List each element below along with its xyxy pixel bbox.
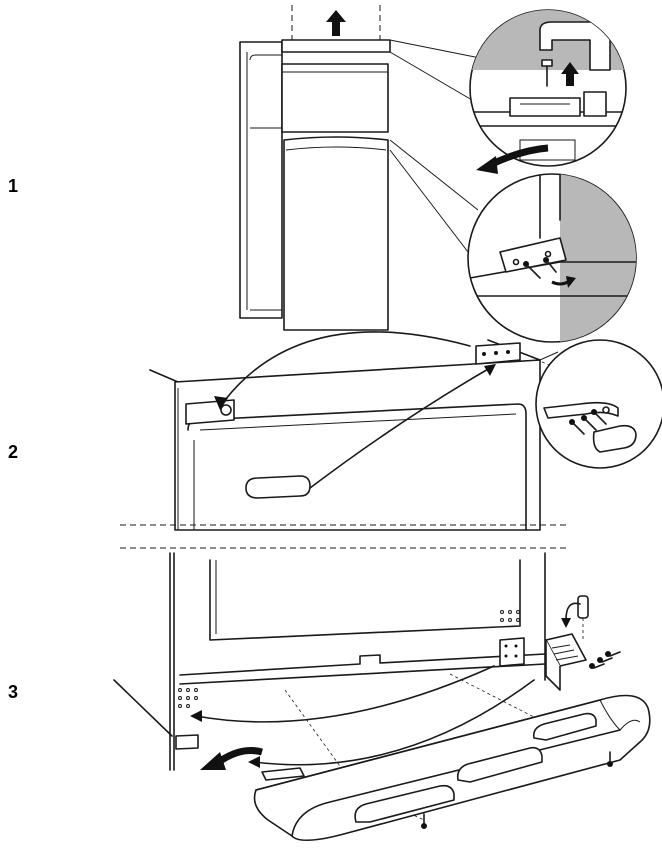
curved-arrow-icon — [551, 276, 576, 288]
screw-icon — [523, 257, 557, 279]
screw-icon — [541, 59, 553, 87]
curved-arrow-icon — [476, 144, 549, 174]
step-label-1: 1 — [8, 176, 18, 196]
step-2-detail — [535, 339, 662, 469]
break-lines — [120, 524, 566, 549]
hinge-icon — [545, 633, 587, 691]
step-3-illustration — [113, 552, 621, 821]
up-arrow-icon — [561, 62, 579, 86]
curved-arrow-icon — [561, 602, 581, 628]
screw-icon — [421, 813, 427, 829]
screw-icon — [569, 409, 607, 435]
step-label-3: 3 — [8, 682, 18, 702]
step-1-detail-bottom — [467, 173, 637, 343]
screw-icon — [607, 751, 613, 767]
step-label-2: 2 — [8, 442, 18, 462]
step-2-illustration — [149, 331, 561, 531]
plinth-panel — [253, 694, 651, 842]
up-arrow-icon — [326, 10, 346, 36]
step-1-detail-top — [469, 9, 627, 174]
hinge-icon — [543, 401, 619, 419]
screw-icon — [589, 651, 621, 669]
curved-arrow-icon — [200, 747, 263, 770]
step-1-illustration — [239, 5, 481, 331]
